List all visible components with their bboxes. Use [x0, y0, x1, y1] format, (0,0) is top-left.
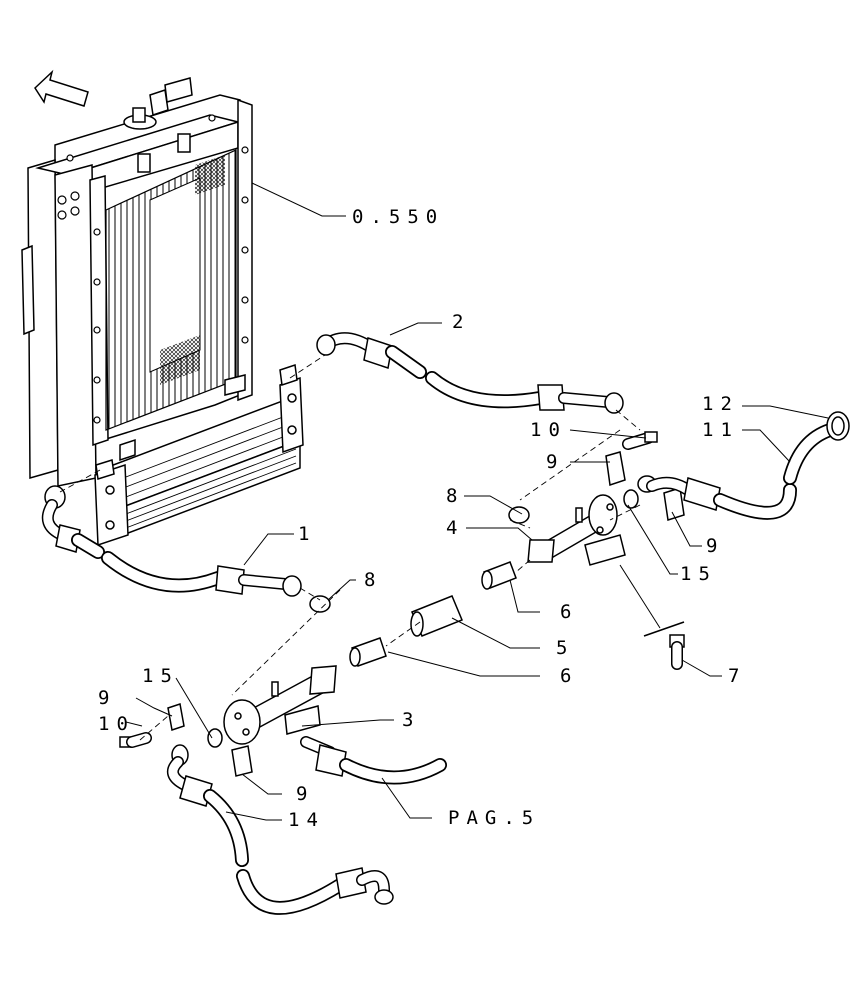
callout-9-left-lower: 9	[296, 783, 314, 805]
flange-clamp-left-lower	[231, 745, 253, 777]
flange-clamp-right-upper	[605, 451, 626, 486]
assembly-lines	[59, 354, 641, 741]
callout-3: 3	[402, 709, 420, 731]
callout-4: 4	[446, 517, 464, 539]
radiator-assembly	[21, 77, 253, 487]
callout-6-lower: 6	[560, 665, 578, 687]
callout-2: 2	[452, 311, 470, 333]
callout-8-lower: 8	[364, 569, 382, 591]
callout-9-left-upper: 9	[98, 687, 116, 709]
bolt-10-right	[622, 431, 658, 450]
callout-pag5: PAG.5	[448, 807, 540, 829]
callout-10-left: 10	[98, 713, 135, 735]
bolt-7	[669, 634, 685, 670]
leader-lines	[125, 182, 829, 821]
callout-15-right: 15	[680, 563, 717, 585]
callout-14: 14	[288, 809, 325, 831]
adapter-6-lower	[349, 637, 387, 667]
callout-9-right-upper: 9	[546, 451, 564, 473]
flange-clamp-left-upper	[167, 703, 185, 731]
callout-9-right-lower: 9	[706, 535, 724, 557]
manifold-3	[223, 665, 337, 745]
o-ring-15-right	[623, 489, 639, 509]
hose-14	[166, 744, 394, 915]
hose-2	[316, 332, 624, 414]
callout-7: 7	[728, 665, 746, 687]
o-ring-15-left	[207, 728, 223, 748]
hose-pag5	[300, 736, 447, 785]
callout-labels: 0.550 2 1 8 3 4 8 9 10 12 11 9 15 6 5 6 …	[98, 206, 746, 831]
o-ring-8-upper	[508, 506, 530, 524]
callout-12: 12	[702, 393, 739, 415]
callout-ref-0550: 0.550	[352, 206, 444, 228]
direction-arrow-icon	[34, 69, 89, 107]
callout-10-right: 10	[530, 419, 567, 441]
bolt-10-left	[119, 732, 152, 748]
callout-1: 1	[298, 523, 316, 545]
callout-6-upper: 6	[560, 601, 578, 623]
callout-5: 5	[556, 637, 574, 659]
o-ring-8-lower	[309, 595, 331, 613]
hose-clamp-12	[826, 411, 850, 441]
adapter-6-upper	[481, 561, 517, 590]
bracket-assembly-4	[527, 494, 626, 566]
callout-11: 11	[702, 419, 739, 441]
callout-8-upper: 8	[446, 485, 464, 507]
callout-15-left: 15	[142, 665, 179, 687]
oil-cooler	[94, 364, 304, 547]
sleeve-5	[410, 595, 463, 637]
hose-11	[637, 423, 837, 520]
hose-1	[41, 485, 302, 597]
